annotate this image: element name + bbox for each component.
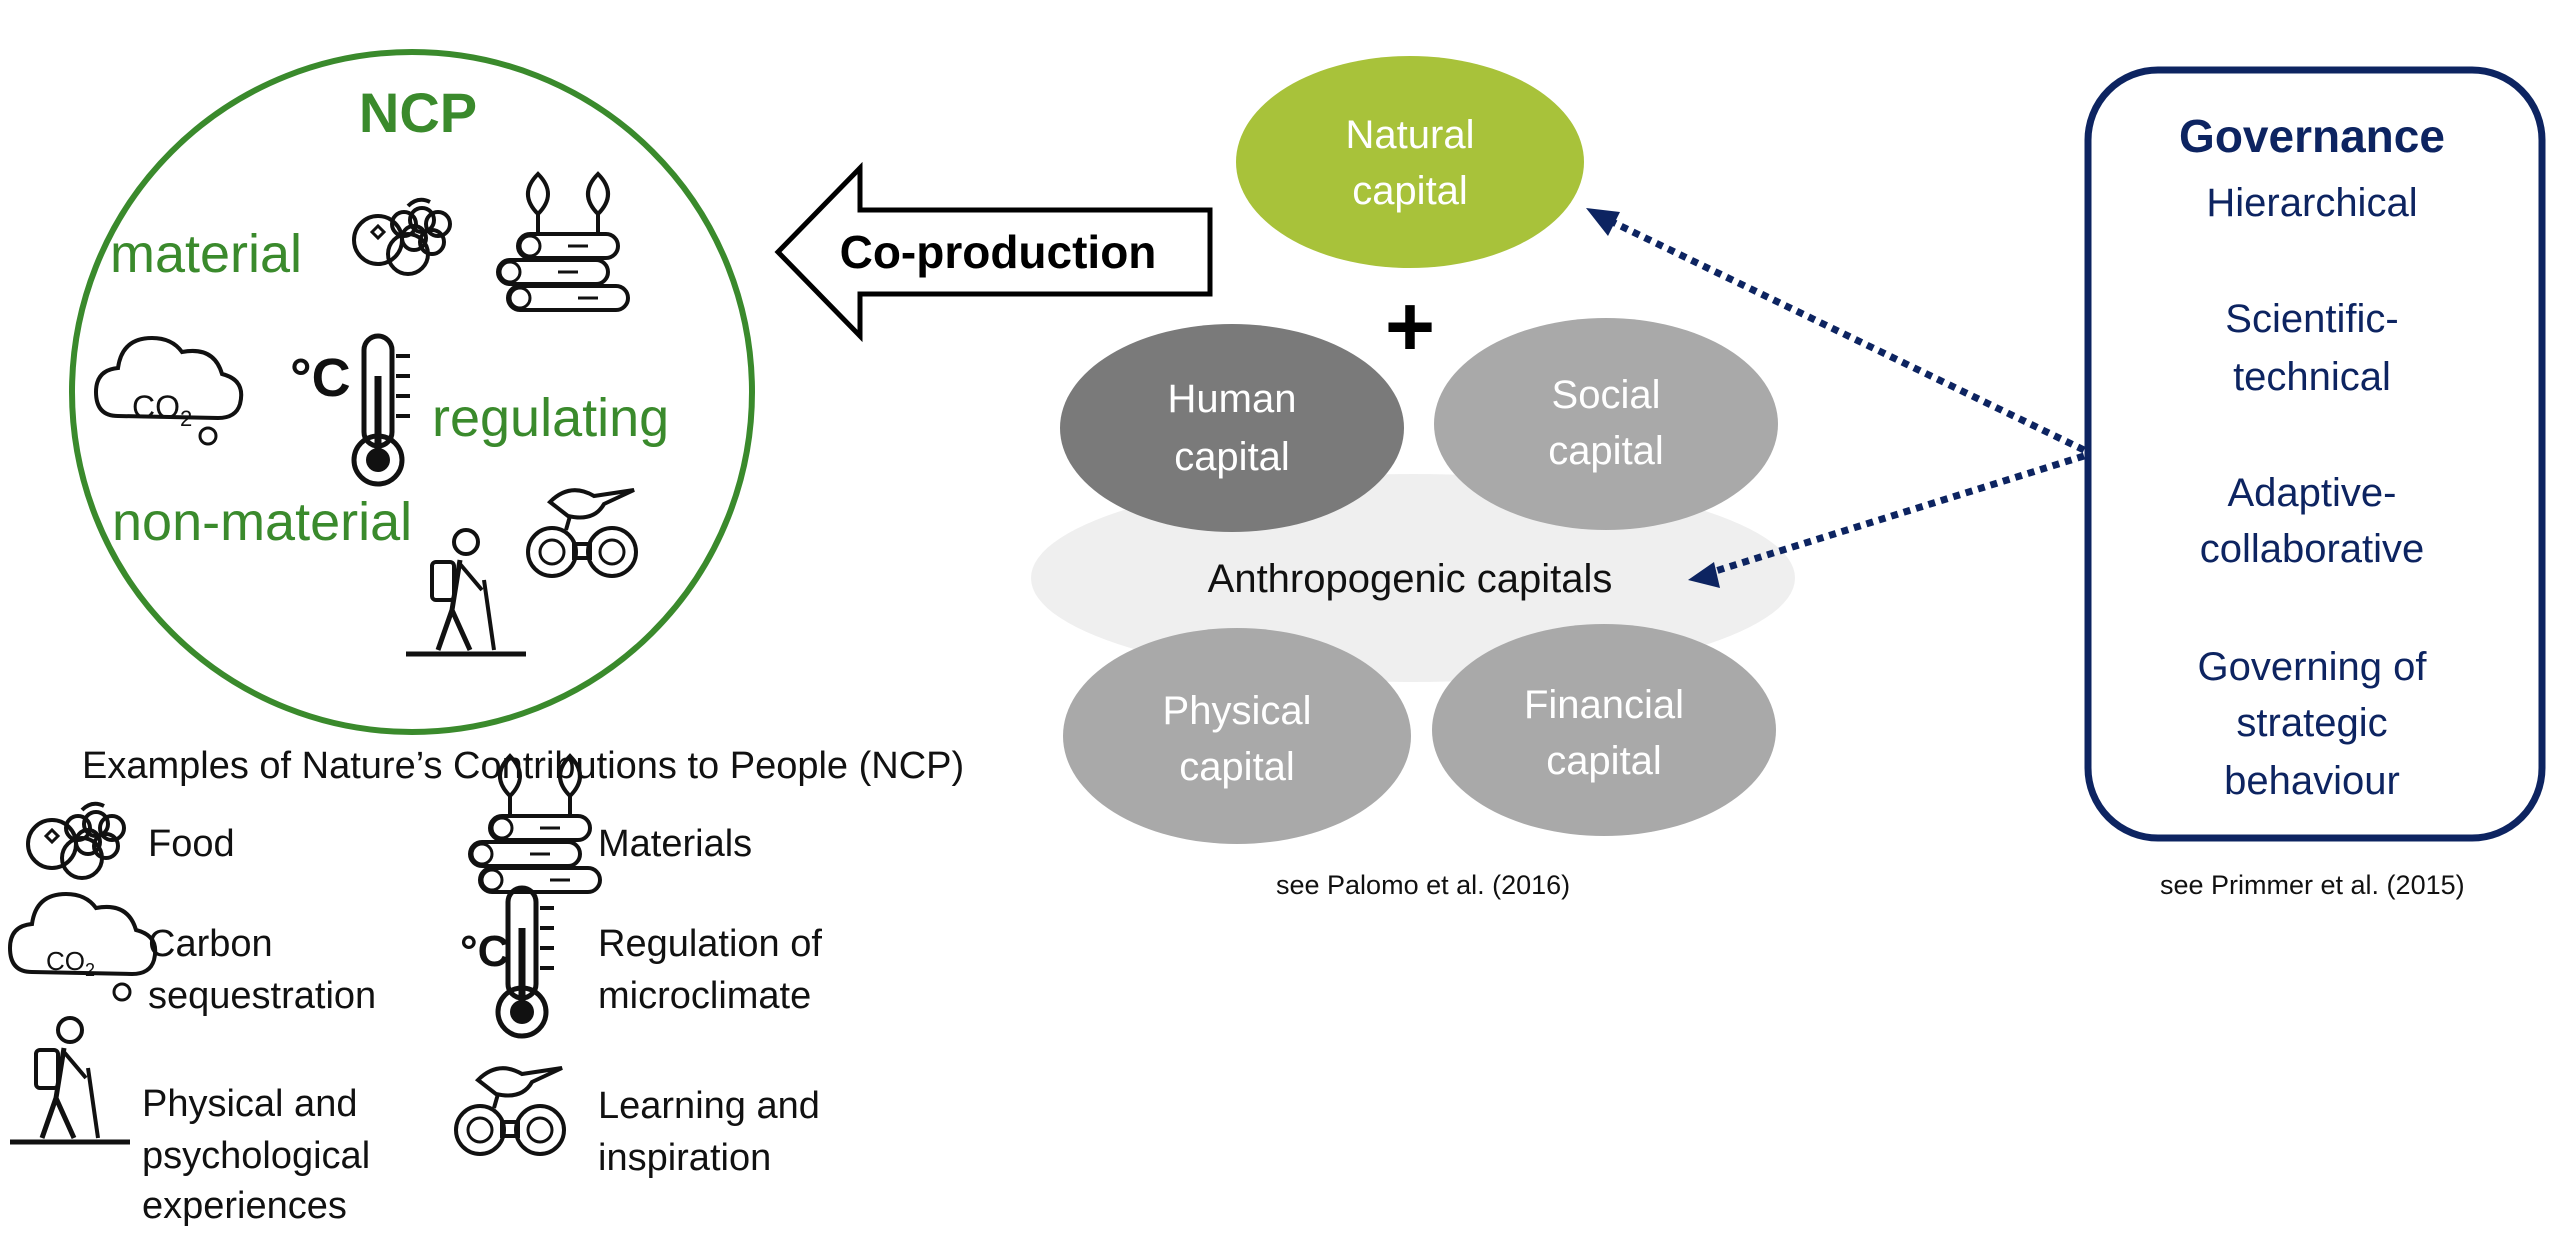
governance-adaptive-1: Adaptive- [2228,471,2397,515]
financial-capital-label-1: Financial [1524,683,1684,727]
legend-regulation-label-1: Regulation of [598,923,822,965]
governance-to-anthropogenic-arrowhead [1688,562,1720,588]
governance-scientific-2: technical [2233,355,2391,399]
legend-physical-label-2: psychological [142,1135,371,1177]
ncp-material-label: material [110,224,302,284]
legend-hiker-icon [10,1018,130,1142]
governance-box [2084,66,2546,842]
financial-capital-label-2: capital [1546,739,1662,783]
legend-celsius-label: °C [460,927,509,976]
legend-carbon-label-1: Carbon [148,923,273,965]
governance-hierarchical: Hierarchical [2206,181,2417,225]
legend-materials-label: Materials [598,823,753,865]
legend-physical-label-3: experiences [142,1185,347,1227]
natural-capital-ellipse [1236,56,1584,268]
primmer-citation: see Primmer et al. (2015) [2160,870,2465,900]
legend-thermometer-icon [498,888,554,1036]
governance-strategic-2: strategic [2236,701,2387,745]
financial-capital-ellipse [1432,624,1776,836]
anthropogenic-capitals-label: Anthropogenic capitals [1208,557,1613,601]
social-capital-label-2: capital [1548,429,1664,473]
legend-food-icon [26,801,126,880]
legend-co2-label: CO2 [46,946,95,980]
physical-capital-label-1: Physical [1163,689,1312,733]
ncp-title: NCP [359,81,477,144]
governance-strategic-1: Governing of [2197,645,2427,689]
co-production-arrow [774,161,1213,343]
human-capital-ellipse [1060,324,1404,532]
celsius-label: °C [290,348,351,408]
legend-learning-label-1: Learning and [598,1085,820,1127]
governance-adaptive-2: collaborative [2200,527,2425,571]
social-capital-ellipse [1434,318,1778,530]
social-capital-label-1: Social [1552,373,1661,417]
governance-to-anthropogenic-arrow-line [1704,452,2086,578]
ncp-circle [69,49,755,735]
governance-to-natural-arrowhead [1586,208,1620,236]
governance-strategic-3: behaviour [2224,759,2400,803]
human-capital-label-2: capital [1174,435,1290,479]
physical-capital-label-2: capital [1179,745,1295,789]
legend-physical-label-1: Physical and [142,1083,358,1125]
legend-regulation-label-2: microclimate [598,975,812,1017]
co2-label: CO2 [132,389,192,431]
physical-capital-ellipse [1063,628,1411,844]
legend-learning-label-2: inspiration [598,1137,772,1179]
legend-food-label: Food [148,823,235,865]
co-production-label: Co-production [840,226,1157,278]
legend-binocular-bird-icon [454,1066,566,1156]
governance-to-natural-arrow-line [1598,212,2086,454]
natural-capital-label-2: capital [1352,169,1468,213]
palomo-citation: see Palomo et al. (2016) [1276,870,1571,900]
plus-sign: + [1385,279,1435,375]
legend-title: Examples of Nature’s Contributions to Pe… [82,745,965,787]
human-capital-label-1: Human [1168,377,1297,421]
ncp-non-material-label: non-material [112,492,412,552]
governance-title: Governance [2179,110,2445,162]
natural-capital-label-1: Natural [1346,113,1475,157]
ncp-regulating-label: regulating [432,388,669,448]
governance-scientific-1: Scientific- [2225,297,2398,341]
legend-carbon-label-2: sequestration [148,975,377,1017]
